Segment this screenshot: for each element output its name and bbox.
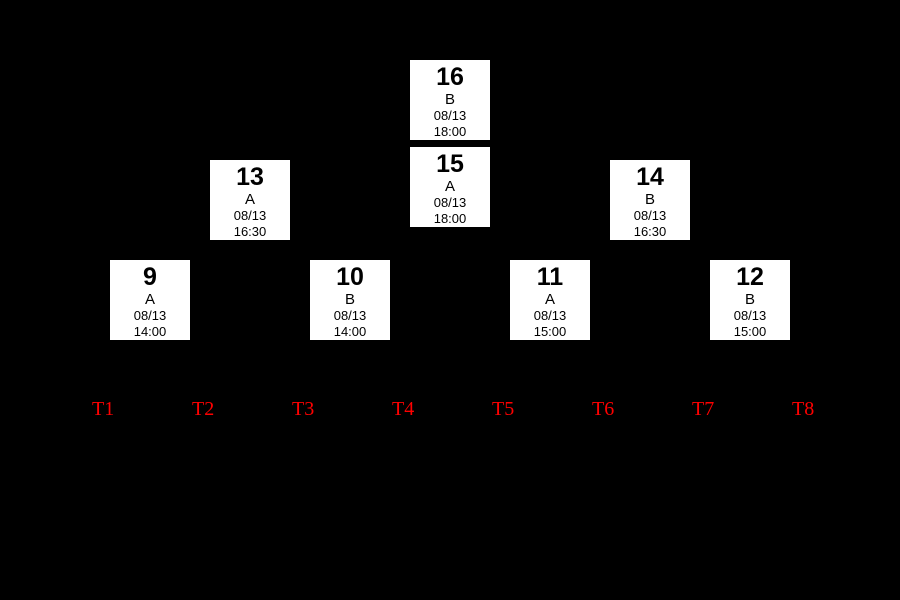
team-slot-label-t2: T2 — [192, 398, 215, 420]
match-box-9[interactable]: 9 A 08/13 14:00 — [110, 260, 190, 340]
match-box-11[interactable]: 11 A 08/13 15:00 — [510, 260, 590, 340]
match-date: 08/13 — [333, 308, 367, 323]
match-time: 16:30 — [633, 224, 667, 239]
match-box-10[interactable]: 10 B 08/13 14:00 — [310, 260, 390, 340]
match-number: 16 — [436, 63, 464, 91]
match-date: 08/13 — [133, 308, 167, 323]
match-box-14[interactable]: 14 B 08/13 16:30 — [610, 160, 690, 240]
match-number: 10 — [336, 263, 364, 291]
team-slot-label-t8: T8 — [792, 398, 815, 420]
match-box-16[interactable]: 16 B 08/13 18:00 — [410, 60, 490, 140]
match-time: 18:00 — [433, 124, 467, 139]
match-date: 08/13 — [533, 308, 567, 323]
team-slot-label-t4: T4 — [392, 398, 415, 420]
match-box-13[interactable]: 13 A 08/13 16:30 — [210, 160, 290, 240]
match-number: 15 — [436, 150, 464, 178]
match-group: A — [144, 291, 155, 308]
match-time: 14:00 — [133, 324, 167, 339]
match-group: B — [644, 191, 655, 208]
match-group: B — [744, 291, 755, 308]
match-time: 16:30 — [233, 224, 267, 239]
match-number: 11 — [536, 263, 564, 291]
match-time: 15:00 — [733, 324, 767, 339]
match-time: 18:00 — [433, 211, 467, 226]
match-group: A — [244, 191, 255, 208]
match-time: 14:00 — [333, 324, 367, 339]
match-box-15[interactable]: 15 A 08/13 18:00 — [410, 147, 490, 227]
match-number: 12 — [736, 263, 764, 291]
match-group: A — [544, 291, 555, 308]
team-slot-label-t6: T6 — [592, 398, 615, 420]
match-box-12[interactable]: 12 B 08/13 15:00 — [710, 260, 790, 340]
match-number: 14 — [636, 163, 664, 191]
match-date: 08/13 — [233, 208, 267, 223]
match-date: 08/13 — [433, 108, 467, 123]
team-slot-label-t5: T5 — [492, 398, 515, 420]
match-number: 9 — [143, 263, 157, 291]
match-time: 15:00 — [533, 324, 567, 339]
match-group: B — [344, 291, 355, 308]
match-group: A — [444, 178, 455, 195]
match-group: B — [444, 91, 455, 108]
team-slot-label-t3: T3 — [292, 398, 315, 420]
match-date: 08/13 — [733, 308, 767, 323]
team-slot-label-t1: T1 — [92, 398, 115, 420]
match-date: 08/13 — [433, 195, 467, 210]
match-number: 13 — [236, 163, 264, 191]
team-slot-label-t7: T7 — [692, 398, 715, 420]
match-date: 08/13 — [633, 208, 667, 223]
